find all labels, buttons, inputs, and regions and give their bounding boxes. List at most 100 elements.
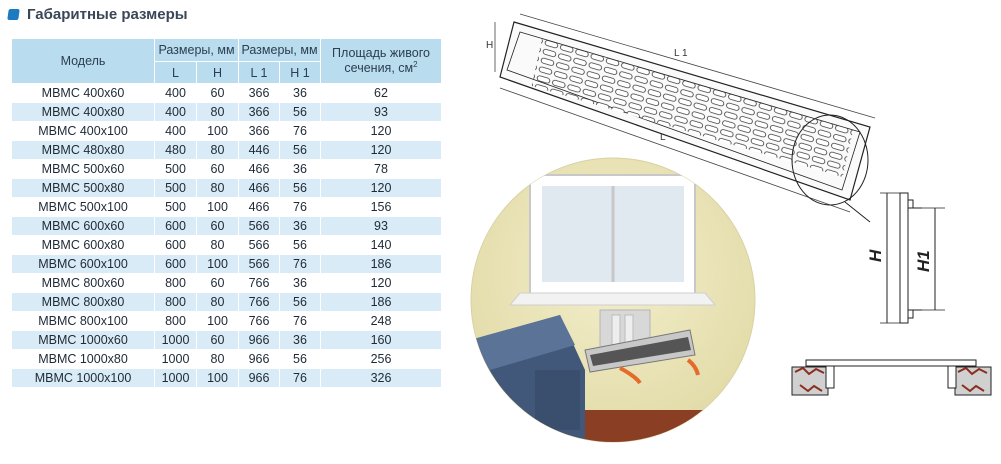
cell-area: 140 [321,236,441,254]
cell-area: 120 [321,274,441,292]
cell-l1: 446 [239,141,279,159]
cell-area: 160 [321,331,441,349]
cell-l1: 766 [239,312,279,330]
cell-h1: 36 [280,331,320,349]
cell-l1: 966 [239,331,279,349]
cell-l: 800 [155,293,196,311]
interior-illustration [470,157,756,443]
cell-h1: 36 [280,160,320,178]
cell-h: 80 [197,141,238,159]
cell-h1: 76 [280,312,320,330]
cell-area: 186 [321,255,441,273]
cell-h: 60 [197,160,238,178]
cell-area: 256 [321,350,441,368]
installation-section [791,359,992,396]
cell-model: МВМС 600х100 [12,255,154,273]
header-nominal-size: Размеры, мм [155,39,238,61]
cell-h: 100 [197,255,238,273]
cell-area: 186 [321,293,441,311]
header-L1: L 1 [239,62,279,83]
cell-h: 80 [197,103,238,121]
cell-l1: 366 [239,122,279,140]
cell-area: 120 [321,179,441,197]
cell-area: 326 [321,369,441,387]
cell-l: 480 [155,141,196,159]
header-H1: H 1 [280,62,320,83]
section-header: Габаритные размеры [7,6,188,23]
cell-h: 60 [197,274,238,292]
header-L: L [155,62,196,83]
header-H: H [197,62,238,83]
cell-h1: 76 [280,122,320,140]
header-area-sup: 2 [413,60,418,70]
cell-l: 1000 [155,331,196,349]
cell-h1: 56 [280,179,320,197]
cell-h: 80 [197,236,238,254]
cell-h1: 76 [280,255,320,273]
cell-h: 100 [197,369,238,387]
cell-h: 80 [197,293,238,311]
header-model: Модель [12,39,154,83]
cell-l: 1000 [155,369,196,387]
cell-area: 120 [321,122,441,140]
cell-l1: 466 [239,160,279,178]
cell-model: МВМС 600х60 [12,217,154,235]
cell-h: 80 [197,350,238,368]
cell-h: 80 [197,179,238,197]
cell-l1: 466 [239,179,279,197]
cell-l: 500 [155,179,196,197]
cell-area: 156 [321,198,441,216]
cell-h1: 36 [280,217,320,235]
cell-area: 62 [321,84,441,102]
cell-h1: 76 [280,198,320,216]
cell-model: МВМС 800х80 [12,293,154,311]
header-area-line2: сечения, см [344,61,414,76]
cell-h1: 56 [280,236,320,254]
cell-model: МВМС 480х80 [12,141,154,159]
cell-model: МВМС 500х100 [12,198,154,216]
cell-area: 93 [321,217,441,235]
cell-h: 100 [197,312,238,330]
profile-label-H: H [866,249,885,262]
cell-l: 500 [155,160,196,178]
cell-l: 600 [155,255,196,273]
cell-l: 600 [155,236,196,254]
cell-l: 400 [155,84,196,102]
cell-model: МВМС 1000х80 [12,350,154,368]
cell-l1: 766 [239,293,279,311]
cell-h1: 36 [280,84,320,102]
cell-h1: 36 [280,274,320,292]
cell-l: 400 [155,122,196,140]
cell-l1: 766 [239,274,279,292]
cell-area: 248 [321,312,441,330]
label-L: L [660,132,666,143]
cell-h: 100 [197,198,238,216]
cell-model: МВМС 1000х60 [12,331,154,349]
label-H-iso: H [486,40,493,51]
profile-label-H1: H1 [914,250,933,272]
cell-h1: 56 [280,293,320,311]
cell-l1: 366 [239,84,279,102]
label-L1: L 1 [674,48,688,59]
cell-model: МВМС 800х60 [12,274,154,292]
cell-l1: 566 [239,217,279,235]
cell-l1: 366 [239,103,279,121]
section-title: Габаритные размеры [27,6,188,23]
cell-h: 60 [197,217,238,235]
